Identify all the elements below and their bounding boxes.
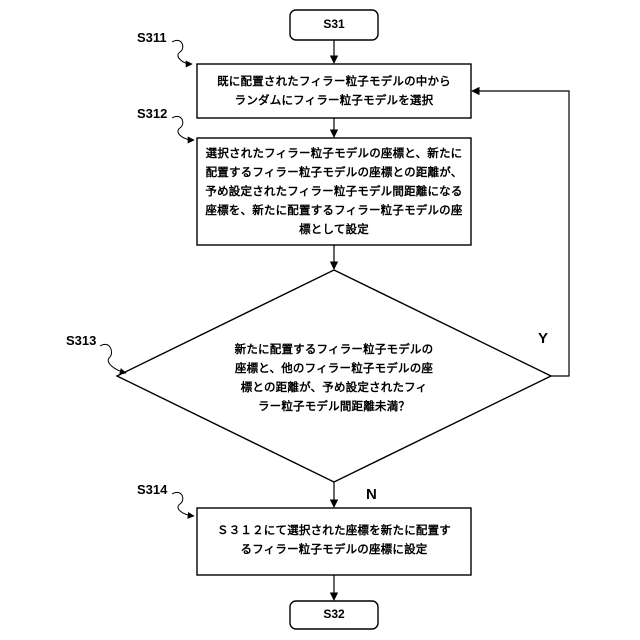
step-label-s311: S311 (137, 30, 167, 45)
leader-s312 (172, 116, 194, 140)
leader-s313 (100, 344, 126, 373)
step-label-s314: S314 (137, 482, 167, 497)
arrow-yes-loop-to-s311 (472, 91, 569, 376)
leader-s314 (172, 492, 194, 516)
branch-no-label: N (366, 486, 377, 503)
step-s312-text: 選択されたフィラー粒子モデルの座標と、新たに 配置するフィラー粒子モデルの座標と… (197, 144, 471, 239)
branch-yes-label: Y (538, 330, 548, 347)
step-label-s312: S312 (137, 106, 167, 121)
decision-s313-text: 新たに配置するフィラー粒子モデルの 座標と、他のフィラー粒子モデルの座 標との距… (214, 340, 454, 416)
step-s314-text: Ｓ３１２にて選択された座標を新たに配置す るフィラー粒子モデルの座標に設定 (197, 521, 471, 559)
start-terminal-label: S31 (290, 17, 378, 31)
step-label-s313: S313 (66, 333, 96, 348)
step-s311-text: 既に配置されたフィラー粒子モデルの中から ランダムにフィラー粒子モデルを選択 (197, 72, 471, 110)
leader-s311 (172, 40, 192, 64)
end-terminal-label: S32 (290, 607, 378, 621)
